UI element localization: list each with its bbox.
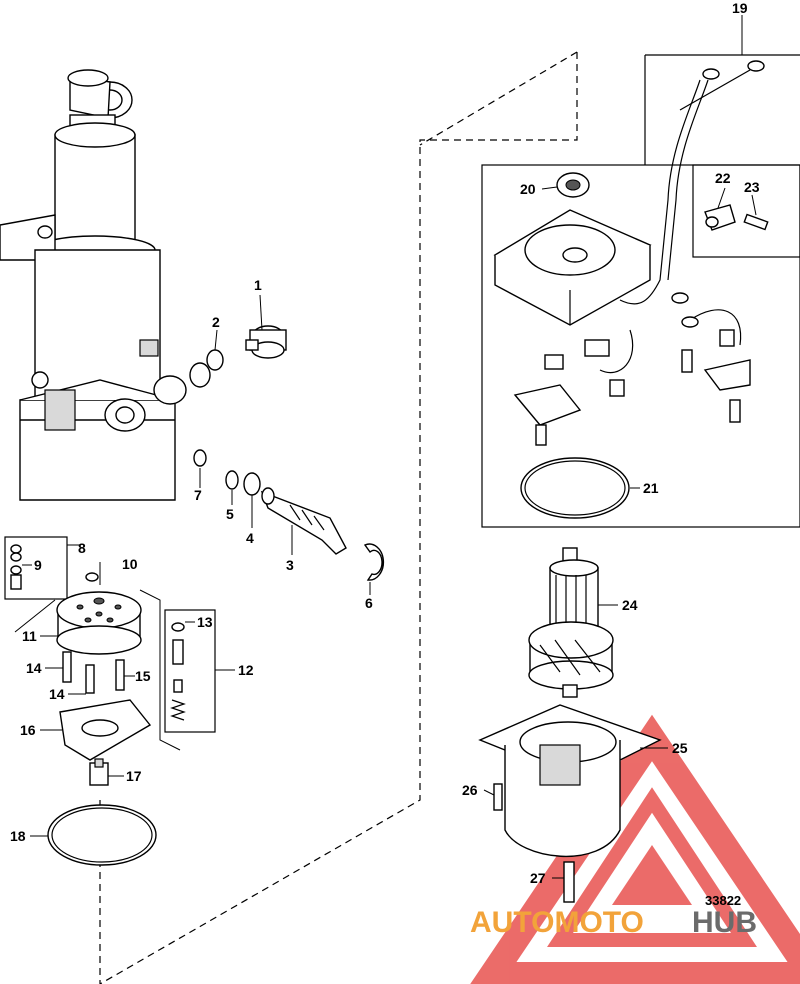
end-cap-housing	[493, 209, 652, 326]
callout-14a: 14	[26, 660, 42, 676]
part-20-bearing	[556, 172, 590, 198]
callout-27: 27	[530, 870, 546, 886]
part-17-coupler	[89, 758, 109, 786]
callout-25: 25	[672, 740, 688, 756]
callout-4: 4	[246, 530, 254, 546]
callout-11: 11	[22, 628, 37, 644]
callout-15: 15	[135, 668, 151, 684]
part-1-plug	[245, 325, 287, 359]
part-11-pump-body	[56, 591, 142, 655]
part-18-o-ring	[47, 804, 157, 866]
diagram-id-number: 33822	[705, 893, 741, 908]
trim-cylinder	[0, 69, 211, 501]
callout-21: 21	[643, 480, 659, 496]
watermark-text: AUTOMOTO HUB	[470, 906, 757, 939]
part-26-screw	[493, 783, 503, 811]
part-10-o-ring	[85, 572, 99, 582]
part-3-valve-spool	[260, 487, 347, 555]
callout-5: 5	[226, 506, 234, 522]
callout-20: 20	[520, 181, 536, 197]
callout-1: 1	[254, 277, 262, 293]
leader-lines	[22, 15, 757, 879]
watermark-text-automoto: AUTOMOTO	[470, 906, 644, 939]
assembly-dashed-outline	[99, 52, 578, 984]
part-8-kit-box	[4, 536, 68, 600]
part-5-o-ring	[225, 470, 239, 490]
callout-7: 7	[194, 487, 202, 503]
callout-18: 18	[10, 828, 26, 844]
part-22-clip	[704, 204, 736, 231]
callout-26: 26	[462, 782, 478, 798]
callout-14b: 14	[49, 686, 65, 702]
callout-16: 16	[20, 722, 36, 738]
callout-10: 10	[122, 556, 138, 572]
callout-9: 9	[34, 557, 42, 573]
part-25-motor-frame	[478, 704, 662, 858]
dashed-link	[419, 51, 578, 146]
part-16-end-plate	[59, 699, 152, 761]
part-27-bolt	[563, 861, 575, 903]
callout-labels: 1 2 3 4 5 6 7 8 9 10 11 12 13 14 14 15 1…	[10, 0, 760, 886]
callout-23: 23	[744, 179, 760, 195]
part-2-o-ring	[206, 349, 224, 371]
part-12-valve-box	[164, 609, 216, 733]
part-4-o-ring	[243, 472, 261, 496]
callout-3: 3	[286, 557, 294, 573]
callout-6: 6	[365, 595, 373, 611]
callout-8: 8	[78, 540, 86, 556]
pump-bracket-lines	[14, 589, 181, 751]
motor-cap-box	[481, 54, 800, 528]
part-6-retaining-ring	[363, 543, 385, 581]
callout-19: 19	[732, 0, 748, 16]
callout-24: 24	[622, 597, 638, 613]
callout-17: 17	[126, 768, 142, 784]
callout-22: 22	[715, 170, 731, 186]
callout-2: 2	[212, 314, 220, 330]
watermark-text-hub: HUB	[692, 906, 757, 939]
brush-parts	[513, 292, 751, 446]
part-23-screw	[743, 213, 769, 231]
part-19-wire-harness	[619, 60, 765, 305]
part-24-armature	[528, 547, 614, 698]
part-7-o-ring	[193, 449, 207, 467]
screws-14-15	[62, 651, 125, 694]
callout-13: 13	[197, 614, 213, 630]
callout-12: 12	[238, 662, 254, 678]
part-21-o-ring	[520, 457, 630, 519]
